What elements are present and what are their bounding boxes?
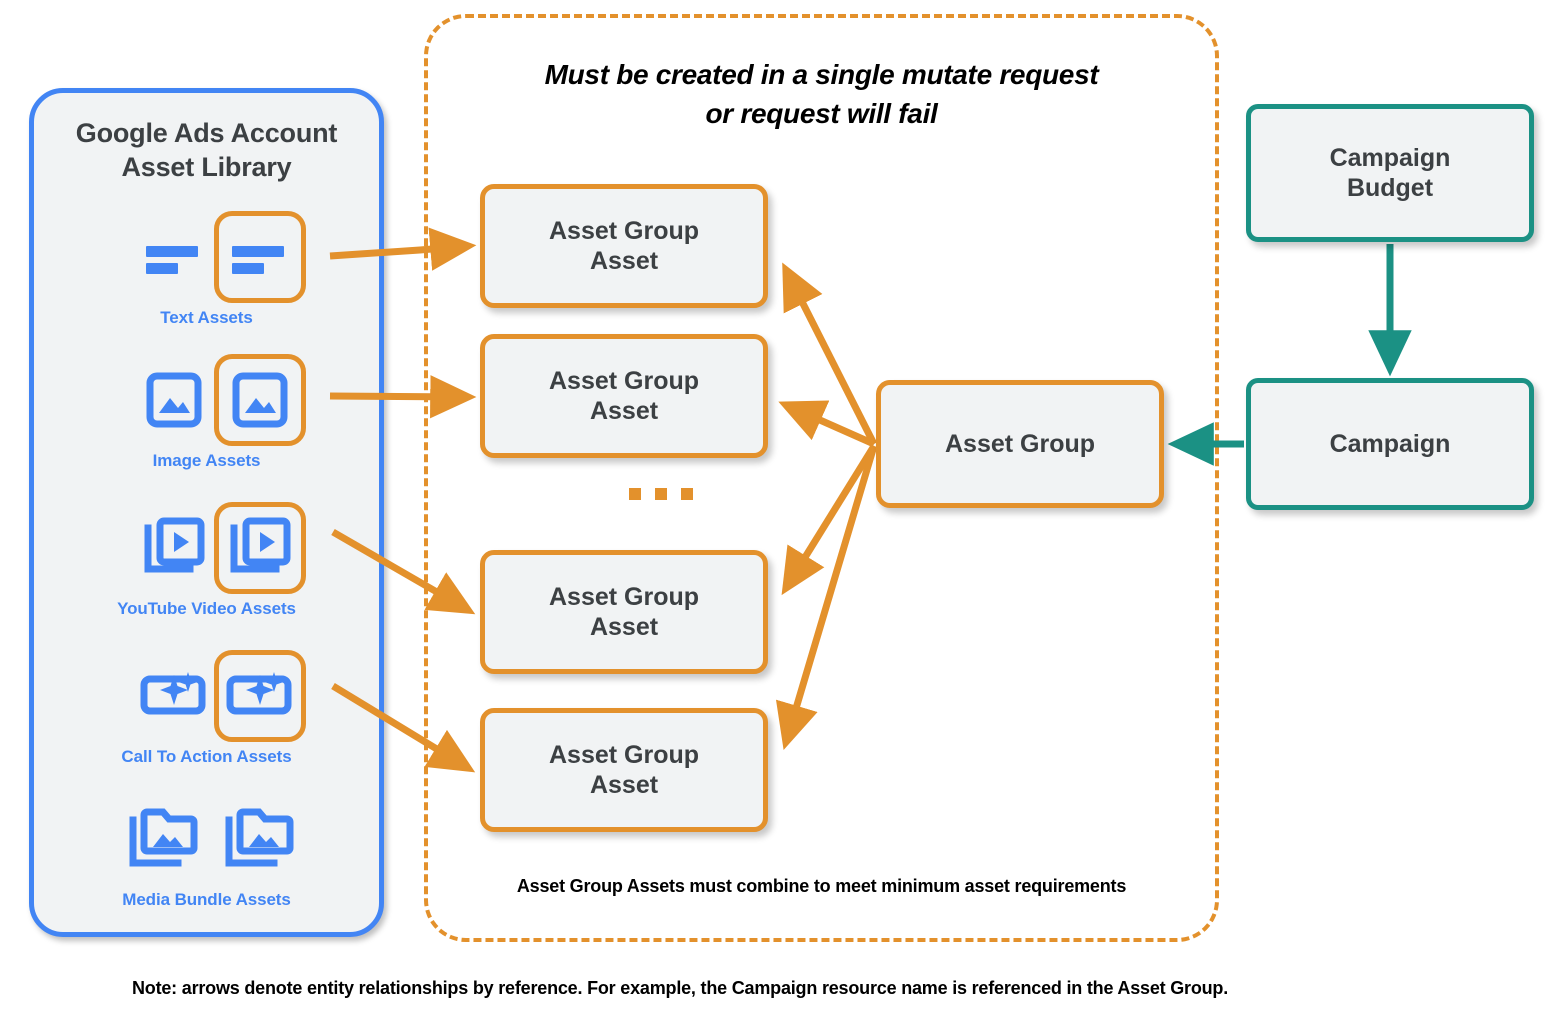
- diagram-footnote: Note: arrows denote entity relationships…: [131, 978, 1229, 998]
- video-asset-icon: [144, 517, 205, 573]
- call-to-action-icon-highlighted[interactable]: [214, 650, 306, 742]
- asset-library-panel: Google Ads Account Asset Library: [29, 88, 384, 937]
- media-bundle-icon: [129, 808, 198, 867]
- library-item-call-to-action-assets[interactable]: Call To Action Assets: [34, 650, 379, 767]
- call-to-action-icon: [140, 672, 206, 715]
- ellipsis-dot: [681, 488, 693, 500]
- single-mutate-request-container: [424, 14, 1219, 942]
- ellipsis-dot: [629, 488, 641, 500]
- image-asset-icon: [146, 372, 202, 428]
- library-title: Google Ads Account Asset Library: [34, 117, 379, 185]
- asset-group-label: Asset Group: [944, 429, 1096, 458]
- video-asset-icon-secondary: [128, 502, 220, 594]
- media-bundle-icon-secondary-2: [214, 793, 306, 885]
- ellipsis-indicator: [629, 488, 693, 500]
- mutate-requirement-note: Must be created in a single mutate reque…: [424, 56, 1219, 133]
- text-asset-icon-secondary: [128, 211, 220, 303]
- ellipsis-dot: [655, 488, 667, 500]
- text-asset-icon-highlighted[interactable]: [214, 211, 306, 303]
- library-item-label: Call To Action Assets: [121, 747, 292, 766]
- library-item-media-bundle-assets[interactable]: Media Bundle Assets: [34, 793, 379, 910]
- call-to-action-icon: [226, 672, 292, 715]
- library-title-line2: Asset Library: [121, 151, 292, 182]
- image-asset-icon-highlighted[interactable]: [214, 354, 306, 446]
- text-asset-icon: [232, 246, 284, 274]
- image-asset-icon-secondary: [128, 354, 220, 446]
- campaign-node[interactable]: Campaign: [1246, 378, 1534, 510]
- media-bundle-icon: [225, 808, 294, 867]
- library-item-label: YouTube Video Assets: [117, 599, 296, 618]
- library-item-label: Image Assets: [152, 451, 261, 470]
- library-item-label: Text Assets: [160, 308, 253, 327]
- text-asset-icon: [146, 246, 198, 274]
- asset-group-node[interactable]: Asset Group: [876, 380, 1164, 508]
- mutate-note-line1: Must be created in a single mutate reque…: [544, 59, 1099, 90]
- image-asset-icon: [232, 372, 288, 428]
- minimum-asset-requirements-note: Asset Group Assets must combine to meet …: [516, 876, 1127, 896]
- video-asset-icon-highlighted[interactable]: [214, 502, 306, 594]
- library-item-youtube-video-assets[interactable]: YouTube Video Assets: [34, 502, 379, 619]
- library-title-line1: Google Ads Account: [75, 118, 338, 148]
- library-item-label: Media Bundle Assets: [122, 890, 291, 909]
- library-item-image-assets[interactable]: Image Assets: [34, 354, 379, 471]
- campaign-label: Campaign: [1329, 429, 1451, 458]
- media-bundle-icon-secondary: [118, 793, 210, 885]
- call-to-action-icon-secondary: [128, 650, 220, 742]
- library-item-text-assets[interactable]: Text Assets: [34, 211, 379, 328]
- mutate-note-line2: or request will fail: [705, 97, 938, 129]
- video-asset-icon: [230, 517, 291, 573]
